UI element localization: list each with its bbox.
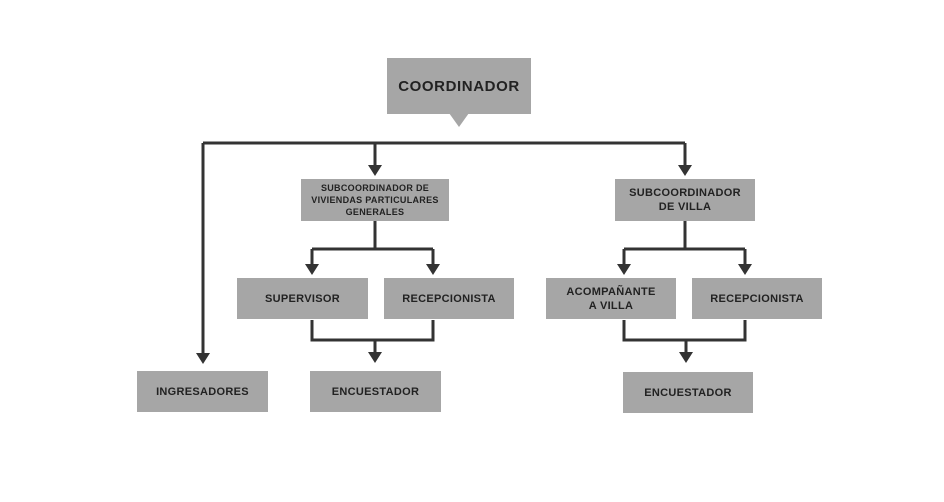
- sub-viviendas-down-line: [310, 221, 435, 266]
- arrow-ingresadores: [196, 353, 210, 364]
- encuestador-right-box: ENCUESTADOR: [623, 372, 753, 413]
- arrow-acompanante: [617, 264, 631, 275]
- sub-villa-down-line: [622, 221, 747, 266]
- subcoordinator-viviendas-box: SUBCOORDINADOR DE VIVIENDAS PARTICULARES…: [301, 179, 449, 221]
- arrow-recepcionista-right: [738, 264, 752, 275]
- coordinator-pointer: [449, 113, 469, 127]
- arrow-supervisor: [305, 264, 319, 275]
- arrow-encuestador-right: [679, 352, 693, 363]
- arrow-sub-villa: [678, 165, 692, 176]
- acompanante-box: ACOMPAÑANTE A VILLA: [546, 278, 676, 319]
- ingresadores-box: INGRESADORES: [137, 371, 268, 412]
- arrow-sub-viviendas: [368, 165, 382, 176]
- arrow-encuestador-left: [368, 352, 382, 363]
- subcoordinator-villa-box: SUBCOORDINADOR DE VILLA: [615, 179, 755, 221]
- arrow-recepcionista-left: [426, 264, 440, 275]
- left-merge-line: [310, 320, 435, 354]
- arrowheads: [196, 165, 752, 364]
- encuestador-left-box: ENCUESTADOR: [310, 371, 441, 412]
- recepcionista-left-box: RECEPCIONISTA: [384, 278, 514, 319]
- coordinator-box: COORDINADOR: [387, 58, 531, 114]
- recepcionista-right-box: RECEPCIONISTA: [692, 278, 822, 319]
- right-merge-line: [622, 320, 747, 354]
- supervisor-box: SUPERVISOR: [237, 278, 368, 319]
